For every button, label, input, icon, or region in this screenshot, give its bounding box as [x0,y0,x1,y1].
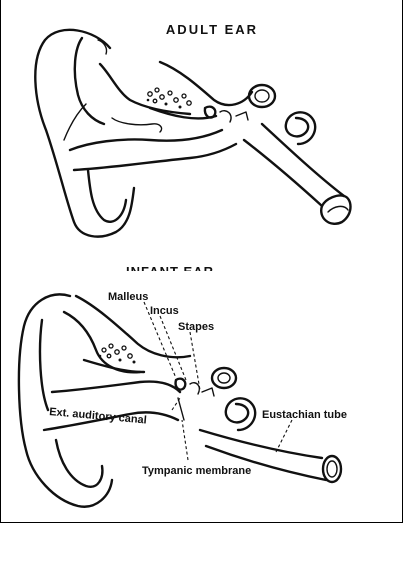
adult-mastoid-cells [146,87,192,109]
adult-ear-drawing [34,28,352,238]
label-eustachian-tube: Eustachian tube [262,409,347,421]
label-stapes: Stapes [178,321,214,333]
adult-ear-title: ADULT EAR [166,22,258,37]
label-malleus: Malleus [108,291,148,303]
incus-leader [159,315,187,381]
infant-ear-drawing [17,293,343,508]
label-incus: Incus [150,305,179,317]
stapes-leader [189,331,201,391]
ext-canal-leader [171,397,181,411]
infant-mastoid-cells [98,343,136,364]
tympanic-leader [181,419,189,461]
label-tympanic-membrane: Tympanic membrane [142,465,251,477]
malleus-leader [143,301,177,379]
label-ext-auditory-canal: Ext. auditory canal [49,406,147,426]
infant-ear-title: INFANT EAR [126,264,214,279]
eustachian-leader [275,419,293,453]
